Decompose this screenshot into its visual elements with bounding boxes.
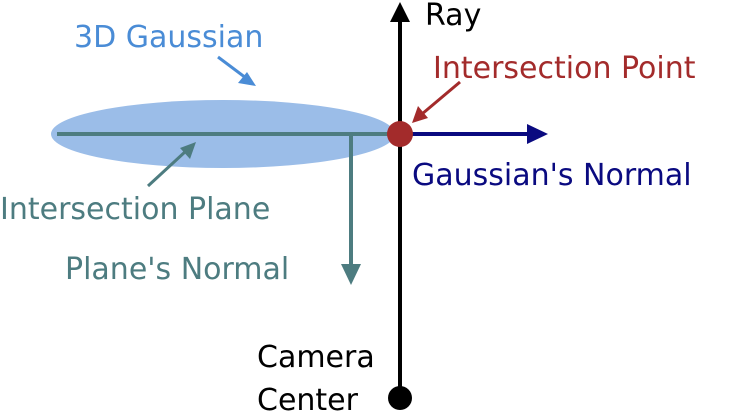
ray-arrowhead — [390, 2, 410, 22]
intersection-plane-label: Intersection Plane — [0, 192, 270, 227]
gaussian-label: 3D Gaussian — [74, 20, 263, 55]
camera-center-dot — [388, 386, 412, 410]
camera-center-label-line1: Camera — [257, 340, 375, 375]
gaussian-pointer-arrowhead — [238, 72, 256, 86]
intersection-plane-pointer-arrow — [146, 149, 188, 188]
intersection-plane-pointer-arrowhead — [180, 142, 196, 159]
planes-normal-arrowhead — [341, 264, 361, 285]
gaussians-normal-arrowhead — [527, 124, 548, 144]
ray-label: Ray — [425, 0, 481, 33]
gaussians-normal-label: Gaussian's Normal — [412, 158, 692, 193]
gaussian-pointer-arrow — [217, 55, 247, 80]
intersection-point-label: Intersection Point — [433, 51, 696, 86]
camera-center-label-line2: Center — [257, 383, 359, 414]
intersection-point-dot — [387, 121, 413, 147]
planes-normal-label: Plane's Normal — [65, 252, 289, 287]
intersection-point-pointer-arrow — [421, 80, 461, 116]
intersection-point-pointer-arrowhead — [412, 106, 428, 123]
